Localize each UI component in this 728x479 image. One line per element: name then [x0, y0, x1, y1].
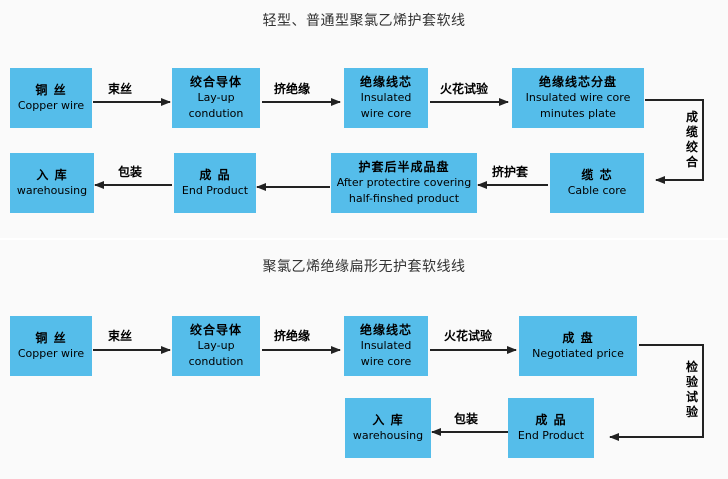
d1-insulated-core-box: 绝缘线芯 Insulated wire core	[344, 68, 428, 128]
d2-label-extrude-insulation: 挤绝缘	[274, 329, 311, 343]
d2-insulated-core-en1: Insulated	[360, 339, 412, 352]
d1-semi-finished-en1: After protectire covering	[336, 176, 472, 189]
diagram1-title: 轻型、普通型聚氯乙烯护套软线	[262, 13, 466, 29]
arrow-d1-cabling	[645, 99, 704, 184]
d1-label-cabling: 成缆绞合	[685, 110, 698, 169]
d1-stranded-conductor-en1: Lay-up	[197, 91, 235, 104]
d2-insulated-core-box: 绝缘线芯 Insulated wire core	[344, 316, 428, 376]
d2-finished-tray-box: 成 盘 Negotiated price	[519, 316, 637, 376]
d1-label-packing: 包装	[118, 165, 143, 179]
d1-label-extrude-insulation: 挤绝缘	[274, 82, 311, 96]
d1-cable-core-zh: 缆 芯	[581, 168, 613, 182]
d1-copper-wire-en: Copper wire	[17, 99, 85, 112]
d1-stranded-conductor-zh: 绞合导体	[189, 75, 242, 89]
d1-end-product-box: 成 品 End Product	[174, 153, 256, 213]
d1-copper-wire-box: 铜 丝 Copper wire	[10, 68, 92, 128]
d1-warehousing-zh: 入 库	[36, 168, 68, 182]
d1-core-tray-en2: minutes plate	[540, 107, 616, 120]
d2-stranded-conductor-en2: condution	[188, 355, 244, 368]
d1-warehousing-box: 入 库 warehousing	[10, 153, 94, 213]
d2-warehousing-box: 入 库 warehousing	[345, 398, 431, 458]
d2-stranded-conductor-box: 绞合导体 Lay-up condution	[172, 316, 260, 376]
d2-end-product-en: End Product	[517, 429, 585, 442]
d2-finished-tray-zh: 成 盘	[562, 331, 594, 345]
d1-semi-finished-box: 护套后半成品盘 After protectire covering half-f…	[331, 153, 477, 213]
d1-core-tray-box: 绝缘线芯分盘 Insulated wire core minutes plate	[512, 68, 644, 128]
d2-end-product-box: 成 品 End Product	[508, 398, 594, 458]
d1-semi-finished-en2: half-finshed product	[348, 192, 460, 205]
d1-cable-core-en: Cable core	[567, 184, 627, 197]
d2-label-bundle: 束丝	[108, 329, 133, 343]
d2-insulated-core-en2: wire core	[360, 355, 412, 368]
d1-warehousing-en: warehousing	[16, 184, 88, 197]
d1-stranded-conductor-box: 绞合导体 Lay-up condution	[172, 68, 260, 128]
d1-end-product-zh: 成 品	[199, 168, 231, 182]
d1-end-product-en: End Product	[181, 184, 249, 197]
d1-core-tray-en1: Insulated wire core	[525, 91, 631, 104]
d1-insulated-core-en1: Insulated	[360, 91, 412, 104]
d1-semi-finished-zh: 护套后半成品盘	[358, 160, 450, 174]
d1-copper-wire-zh: 铜 丝	[35, 83, 67, 97]
d1-core-tray-zh: 绝缘线芯分盘	[538, 75, 617, 89]
d1-label-bundle: 束丝	[108, 82, 133, 96]
diagram2-title: 聚氯乙烯绝缘扁形无护套软线线	[262, 259, 466, 275]
d2-label-spark-test: 火花试验	[444, 329, 493, 343]
d2-warehousing-zh: 入 库	[372, 413, 404, 427]
d2-label-inspection-test: 检验试验	[685, 360, 698, 419]
d2-stranded-conductor-zh: 绞合导体	[189, 323, 242, 337]
d2-warehousing-en: warehousing	[352, 429, 424, 442]
d1-label-spark-test: 火花试验	[440, 82, 489, 96]
arrow-d2-inspection	[609, 344, 704, 441]
d2-stranded-conductor-en1: Lay-up	[197, 339, 235, 352]
d1-stranded-conductor-en2: condution	[188, 107, 244, 120]
d1-label-extrude-sheath: 挤护套	[492, 165, 529, 179]
d2-end-product-zh: 成 品	[535, 413, 567, 427]
d1-insulated-core-en2: wire core	[360, 107, 412, 120]
d1-cable-core-box: 缆 芯 Cable core	[550, 153, 644, 213]
d2-insulated-core-zh: 绝缘线芯	[359, 323, 412, 337]
d2-copper-wire-box: 铜 丝 Copper wire	[10, 316, 92, 376]
d2-finished-tray-en: Negotiated price	[532, 347, 624, 360]
d1-insulated-core-zh: 绝缘线芯	[359, 75, 412, 89]
d2-copper-wire-zh: 铜 丝	[35, 331, 67, 345]
d2-label-packing: 包装	[454, 412, 479, 426]
d2-copper-wire-en: Copper wire	[17, 347, 85, 360]
